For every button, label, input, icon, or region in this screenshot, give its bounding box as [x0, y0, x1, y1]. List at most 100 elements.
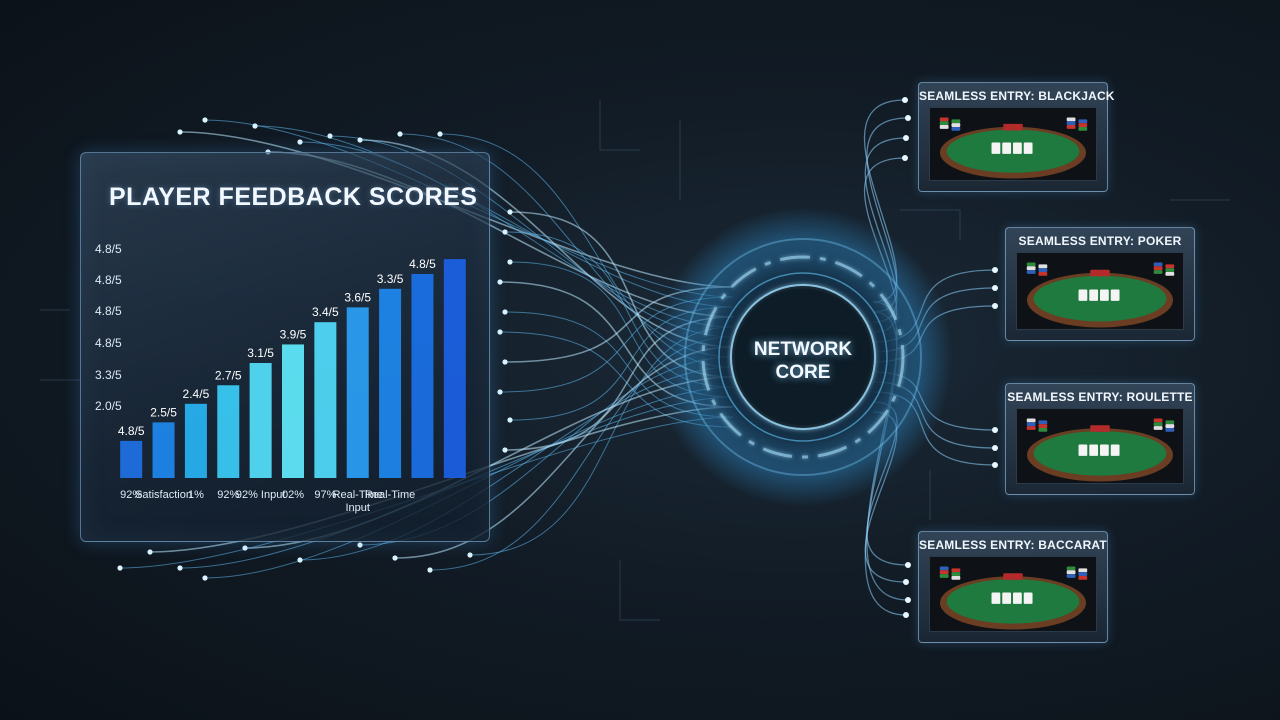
connection-node — [903, 135, 909, 141]
connection-node — [502, 309, 508, 315]
connection-node — [297, 557, 303, 563]
network-core — [653, 207, 953, 507]
game-card-blackjack[interactable]: SEAMLESS ENTRY: BLACKJACK — [918, 82, 1114, 192]
chart-bar — [120, 440, 143, 478]
chip-stack — [1078, 126, 1088, 131]
bar-data-label: 4.8/5 — [409, 257, 436, 271]
dealer-tray — [1090, 425, 1110, 432]
playing-card — [1013, 142, 1022, 154]
x-category-label: Satisfaction — [135, 489, 192, 501]
poker-table-image — [1016, 252, 1184, 330]
x-category-label: 97% — [314, 489, 336, 501]
blackjack-table-image — [929, 107, 1097, 181]
dealer-tray — [1003, 123, 1023, 131]
chart-bar — [379, 288, 402, 478]
game-label-baccarat: SEAMLESS ENTRY: BACCARAT — [919, 538, 1107, 552]
chart-bar — [411, 273, 434, 478]
bar-data-label: 2.5/5 — [150, 405, 177, 419]
feedback-chart-panel: PLAYER FEEDBACK SCORES 4.8/5 4.8/5 4.8/5 4.… — [80, 152, 490, 542]
chip-stack — [951, 123, 961, 127]
connection-node — [242, 545, 248, 551]
y-tick-label: 3.3/5 — [95, 368, 122, 382]
chip-stack — [939, 121, 949, 126]
core-label-line2: CORE — [775, 362, 831, 383]
core-middle-ring — [718, 272, 888, 442]
chip-stack — [1165, 420, 1175, 425]
chip-stack — [939, 570, 949, 575]
connection-node — [202, 117, 208, 123]
roulette-table-image — [1016, 408, 1184, 484]
chip-stack — [939, 117, 949, 122]
bar-data-label: 3.1/5 — [247, 346, 274, 360]
connection-node — [905, 115, 911, 121]
chip-stack — [1078, 119, 1088, 124]
game-card-baccarat[interactable]: SEAMLESS ENTRY: BACCARAT — [918, 531, 1108, 643]
game-label-roulette: SEAMLESS ENTRY: ROULETTE — [1007, 390, 1193, 404]
connection-node — [502, 447, 508, 453]
chip-stack — [1038, 264, 1048, 269]
y-tick-label: 2.0/5 — [95, 399, 122, 413]
chip-stack — [1153, 270, 1163, 274]
chart-bar — [184, 403, 207, 478]
chip-stack — [1153, 422, 1163, 427]
chip-stack — [939, 574, 949, 578]
y-tick-label: 4.8/5 — [95, 304, 122, 318]
bar-data-label: 2.4/5 — [183, 387, 210, 401]
chart-bar — [249, 363, 272, 478]
dealer-tray — [1003, 573, 1023, 580]
bar-data-label: 3.4/5 — [312, 305, 339, 319]
game-card-poker[interactable]: SEAMLESS ENTRY: POKER — [1005, 227, 1195, 341]
playing-card — [1078, 289, 1088, 301]
chart-title: PLAYER FEEDBACK SCORES — [109, 183, 478, 211]
y-tick-label: 4.8/5 — [95, 273, 122, 287]
chip-stack — [951, 575, 961, 580]
connection-node — [147, 549, 153, 555]
chip-stack — [1078, 568, 1088, 573]
chip-stack — [1066, 570, 1076, 575]
chart-bar — [443, 259, 466, 478]
y-tick-label: 4.8/5 — [95, 242, 122, 256]
chip-stack — [1038, 272, 1048, 276]
playing-card — [1013, 592, 1022, 604]
playing-card — [1089, 444, 1099, 456]
playing-card — [1002, 142, 1012, 154]
connection-node — [357, 137, 363, 143]
circuit-trace — [599, 100, 640, 151]
chip-stack — [1026, 418, 1036, 423]
chip-stack — [1026, 270, 1036, 274]
chip-stack — [939, 125, 949, 129]
x-category-label: Real-Time — [365, 489, 415, 501]
core-label-line1: NETWORK — [753, 339, 853, 360]
x-category-label: 92% — [120, 489, 142, 501]
playing-card — [991, 142, 1001, 154]
connection-node — [507, 209, 513, 215]
chip-stack — [1153, 426, 1163, 430]
circuit-trace — [619, 560, 660, 621]
chip-stack — [1066, 125, 1076, 129]
connection-node — [357, 542, 363, 548]
connection-node — [902, 97, 908, 103]
connection-node — [392, 555, 398, 561]
chip-stack — [951, 568, 961, 573]
playing-card — [1110, 444, 1120, 456]
chart-bar — [346, 307, 369, 478]
connection-node — [177, 565, 183, 571]
playing-card — [991, 592, 1001, 604]
connection-node — [502, 359, 508, 365]
connection-node — [497, 389, 503, 395]
connection-node — [467, 552, 473, 558]
chip-stack — [1026, 422, 1036, 427]
game-card-roulette[interactable]: SEAMLESS ENTRY: ROULETTE — [1005, 383, 1195, 495]
connection-node — [437, 131, 443, 137]
connection-node — [903, 579, 909, 585]
connection-node — [507, 259, 513, 265]
chip-stack — [1026, 266, 1036, 271]
playing-card — [1100, 289, 1109, 301]
chart-bar — [281, 344, 305, 478]
chip-stack — [1038, 420, 1048, 425]
connection-node — [252, 123, 258, 129]
chip-stack — [951, 119, 961, 124]
chip-stack — [1165, 272, 1175, 276]
